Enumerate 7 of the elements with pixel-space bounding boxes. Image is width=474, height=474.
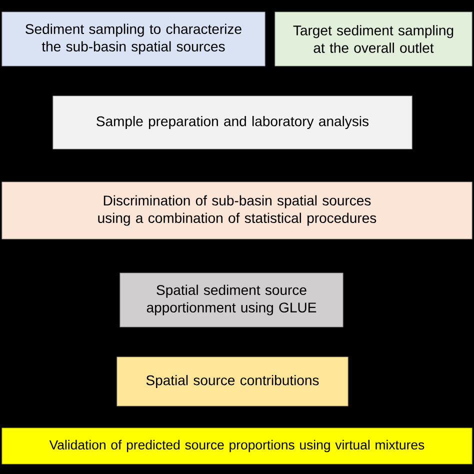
- process-box: Validation of predicted source proportions using virtual mixtures: [2, 428, 472, 464]
- process-box: Sample preparation and laboratory analysis: [52, 96, 412, 150]
- process-box: Spatial source contributions: [116, 356, 348, 406]
- process-box: Discrimination of sub-basin spatial sources using a combination of statistical procedures: [2, 182, 472, 240]
- process-box: Target sediment sampling at the overall outlet: [274, 12, 472, 66]
- process-box: Spatial sediment source apportionment using GLUE: [120, 272, 344, 328]
- process-box: Sediment sampling to characterize the sub-basin spatial sources: [2, 12, 266, 66]
